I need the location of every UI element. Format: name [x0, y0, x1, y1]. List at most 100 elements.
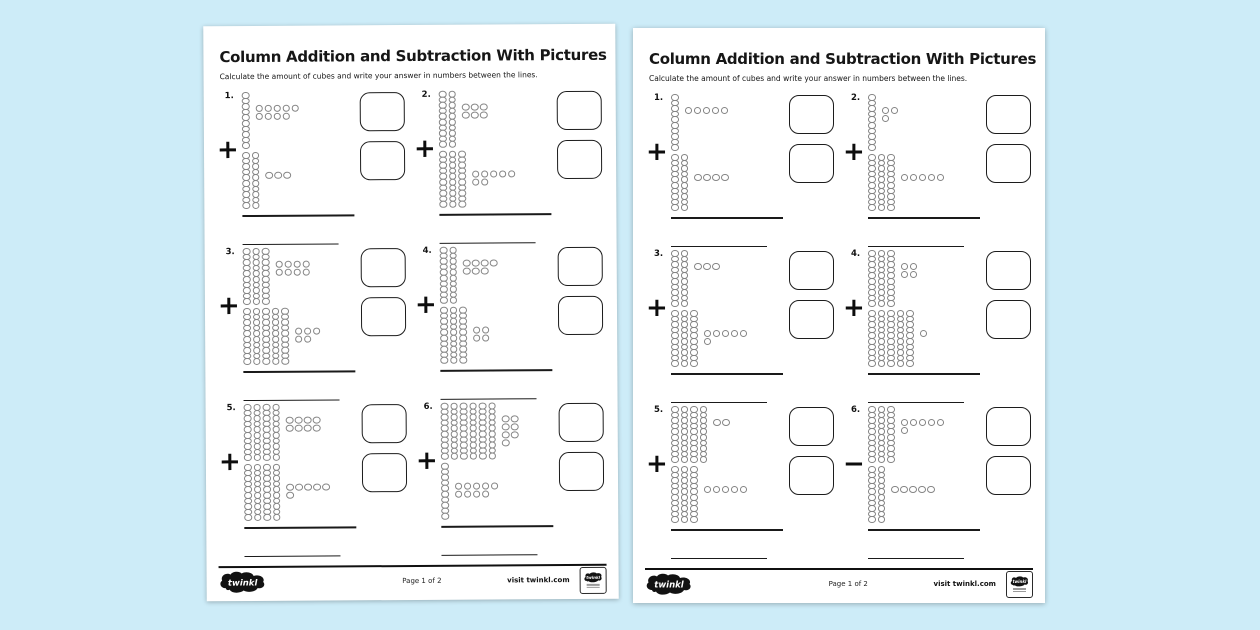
- answer-box-bottom: [557, 295, 604, 336]
- page-indicator: Page 1 of 2: [828, 580, 868, 588]
- cube-icon: [739, 486, 747, 493]
- cube-icon: [284, 260, 292, 268]
- twinkl-logo-icon: twinkl: [220, 571, 265, 593]
- ten-rod-icon: [252, 307, 261, 365]
- cube-icon: [243, 454, 252, 461]
- answer-line: [868, 246, 964, 247]
- problem: 1.+: [217, 89, 406, 246]
- cube-icon: [721, 486, 729, 493]
- cube-icon: [303, 416, 312, 424]
- ones-row: [454, 490, 499, 498]
- ones-cubes: [472, 326, 490, 342]
- footer-divider: [645, 568, 1033, 570]
- worksheet-instruction: Calculate the amount of cubes and write …: [219, 70, 538, 82]
- blocks-area: [671, 94, 787, 247]
- blocks-area: [439, 246, 557, 400]
- cube-icon: [322, 483, 330, 491]
- ten-rod-icon: [680, 406, 688, 463]
- cube-icon: [272, 514, 281, 521]
- ones-cubes: [891, 486, 935, 493]
- answer-boxes: [986, 407, 1031, 495]
- answer-line: [671, 558, 767, 559]
- svg-text:twinkl: twinkl: [1013, 579, 1027, 584]
- ones-row: [294, 327, 321, 335]
- ten-rod-icon: [272, 403, 280, 461]
- ones-row: [462, 267, 498, 275]
- cube-icon: [730, 486, 738, 493]
- tens-rods: [868, 466, 885, 523]
- cube-icon: [470, 103, 479, 111]
- answer-line: [671, 246, 767, 247]
- ten-rod-icon: [877, 466, 885, 523]
- answer-line: [441, 554, 538, 556]
- problem-number: 5.: [654, 405, 664, 415]
- equals-line: [440, 369, 553, 372]
- cube-icon: [472, 334, 481, 342]
- plus-sign: +: [415, 445, 438, 476]
- cube-icon: [481, 326, 490, 334]
- operand-bottom: [439, 306, 556, 367]
- operand-bottom: [440, 462, 557, 523]
- ten-rod-icon: [251, 151, 260, 209]
- cube-icon: [275, 268, 283, 276]
- ones-row: [461, 103, 488, 111]
- problem-number: 4.: [422, 245, 432, 256]
- ten-rod-icon: [690, 466, 698, 523]
- ten-rod-icon: [253, 463, 262, 521]
- ten-rod-icon: [261, 247, 270, 305]
- answer-box-top: [556, 90, 602, 131]
- problem: 6.+: [415, 400, 605, 556]
- worksheet-title: Column Addition and Subtraction With Pic…: [649, 50, 1037, 68]
- cube-icon: [900, 174, 908, 181]
- cube-icon: [712, 330, 720, 337]
- cube-icon: [680, 516, 688, 523]
- cube-icon: [262, 358, 270, 365]
- cube-icon: [693, 107, 701, 114]
- plus-sign: +: [646, 137, 668, 167]
- tens-rods: [440, 462, 449, 520]
- cube-icon: [312, 327, 321, 335]
- ones-row: [684, 107, 728, 114]
- operand-top: [671, 250, 787, 310]
- twinkl-quality-badge-icon: twinkl: [1005, 570, 1033, 598]
- cube-icon: [690, 360, 698, 367]
- cube-icon: [242, 298, 251, 305]
- ones-row: [285, 424, 321, 432]
- answer-line: [868, 558, 964, 559]
- cube-icon: [481, 482, 490, 490]
- visit-link-text: visit twinkl.com: [507, 576, 570, 585]
- cube-icon: [900, 419, 908, 426]
- cube-icon: [302, 268, 310, 276]
- ten-rod-icon: [271, 307, 280, 365]
- ten-rod-icon: [262, 463, 271, 521]
- cube-icon: [243, 358, 251, 365]
- cube-icon: [887, 360, 895, 367]
- ones-row: [703, 486, 747, 493]
- cube-icon: [877, 516, 885, 523]
- cube-icon: [265, 171, 273, 179]
- tens-rods: [671, 94, 679, 151]
- cube-icon: [282, 112, 290, 120]
- cube-icon: [881, 115, 889, 122]
- ten-rod-icon: [680, 250, 688, 307]
- ten-rod-icon: [440, 462, 449, 520]
- cube-icon: [253, 514, 262, 521]
- ones-cubes: [919, 330, 927, 337]
- problem-number: 5.: [226, 403, 236, 414]
- cube-icon: [713, 419, 721, 426]
- operand-bottom: [868, 466, 984, 526]
- answer-box-bottom: [789, 144, 834, 183]
- cube-icon: [294, 416, 303, 424]
- cube-icon: [501, 423, 510, 431]
- ones-row: [703, 330, 747, 337]
- operand-bottom: [242, 151, 358, 212]
- tens-rods: [241, 91, 250, 149]
- answer-box-bottom: [789, 300, 834, 339]
- cube-icon: [469, 452, 477, 460]
- page-indicator: Page 1 of 2: [402, 576, 442, 586]
- plus-sign: +: [646, 449, 668, 479]
- svg-text:twinkl: twinkl: [654, 580, 685, 590]
- cube-icon: [440, 453, 449, 460]
- cube-icon: [501, 439, 510, 447]
- ten-rod-icon: [868, 94, 876, 151]
